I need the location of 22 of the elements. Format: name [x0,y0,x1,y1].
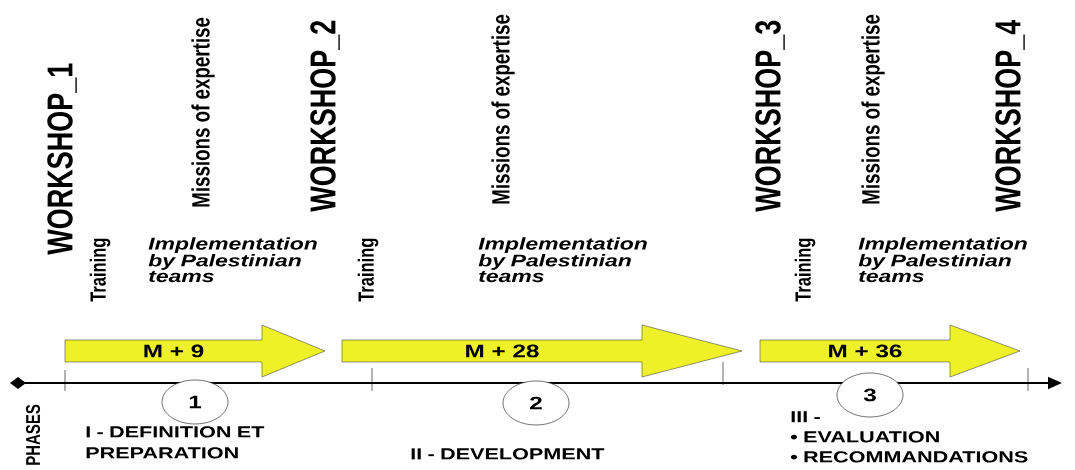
implementation-note: Implementation by Palestinian teams [858,237,1027,283]
training-label: Training [794,238,816,302]
phase-label: III - [791,411,820,423]
phases-label: PHASES [25,404,41,465]
phase-label: I - DEFINITION ET PREPARATION [86,426,265,459]
workshop-label: WORKSHOP_1 [47,63,77,255]
duration-banner: M + 28 [341,324,743,378]
training-label: Training [357,238,379,302]
duration-banner: M + 9 [64,324,326,378]
duration-banner: M + 36 [759,324,1021,378]
implementation-note: Implementation by Palestinian teams [148,237,317,283]
missions-label: Missions of expertise [491,14,515,204]
phase-label: • EVALUATION [790,431,939,443]
training-label: Training [89,238,111,302]
phase-label: II - DEVELOPMENT [411,448,605,460]
phase-label: • RECOMMANDATIONS [790,451,1028,463]
workshop-label: WORKSHOP_2 [310,20,340,212]
workshop-label: WORKSHOP_3 [755,20,785,212]
workshop-label: WORKSHOP_4 [995,19,1025,212]
missions-label: Missions of expertise [861,14,885,204]
implementation-note: Implementation by Palestinian teams [478,237,647,283]
missions-label: Missions of expertise [191,17,215,207]
